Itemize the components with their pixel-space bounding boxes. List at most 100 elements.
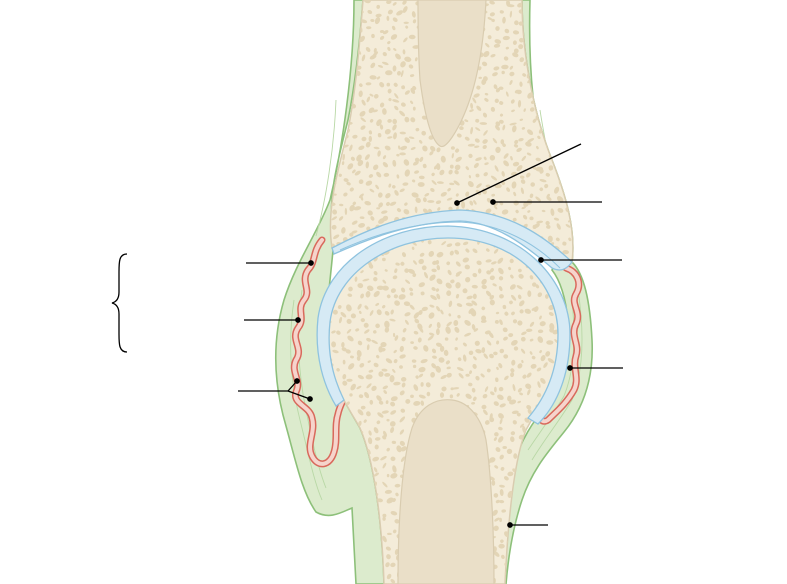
spongy-bone-cell — [338, 173, 342, 177]
spongy-bone-cell — [484, 97, 489, 102]
spongy-bone-cell — [361, 136, 367, 142]
spongy-bone-cell — [440, 309, 444, 315]
spongy-bone-cell — [465, 277, 471, 283]
spongy-bone-cell — [468, 175, 472, 179]
spongy-bone-cell — [367, 210, 373, 216]
spongy-bone-cell — [554, 79, 560, 84]
spongy-bone-cell — [544, 294, 549, 299]
spongy-bone-cell — [531, 355, 536, 360]
spongy-bone-cell — [420, 358, 428, 364]
spongy-bone-cell — [471, 401, 476, 405]
spongy-bone-cell — [424, 192, 430, 197]
spongy-bone-cell — [392, 124, 397, 131]
spongy-bone-cell — [541, 209, 546, 213]
spongy-bone-cell — [499, 113, 504, 117]
spongy-bone-cell — [548, 494, 553, 500]
spongy-bone-cell — [400, 408, 406, 413]
spongy-bone-cell — [419, 139, 423, 144]
spongy-bone-cell — [364, 154, 370, 160]
spongy-bone-cell — [519, 37, 524, 43]
spongy-bone-cell — [340, 311, 347, 318]
spongy-bone-cell — [340, 90, 346, 98]
spongy-bone-cell — [462, 288, 468, 294]
spongy-bone-cell — [529, 275, 534, 280]
spongy-bone-cell — [394, 93, 399, 99]
spongy-bone-cell — [342, 42, 349, 49]
spongy-bone-cell — [490, 391, 495, 396]
spongy-bone-cell — [518, 557, 522, 561]
spongy-bone-cell — [382, 30, 389, 35]
spongy-bone-cell — [357, 409, 364, 416]
spongy-bone-cell — [495, 447, 501, 453]
spongy-bone-cell — [499, 101, 504, 105]
spongy-bone-cell — [450, 279, 455, 284]
spongy-bone-cell — [454, 326, 460, 333]
spongy-bone-cell — [539, 46, 547, 51]
spongy-bone-cell — [401, 287, 406, 293]
spongy-bone-cell — [431, 180, 437, 185]
spongy-bone-cell — [438, 357, 445, 363]
spongy-bone-cell — [528, 546, 533, 550]
spongy-bone-cell — [410, 87, 416, 94]
spongy-bone-cell — [471, 284, 478, 289]
spongy-bone-cell — [522, 214, 528, 220]
spongy-bone-cell — [420, 291, 425, 296]
spongy-bone-cell — [346, 378, 353, 382]
spongy-bone-cell — [517, 534, 523, 539]
spongy-bone-cell — [446, 372, 452, 378]
spongy-bone-cell — [465, 373, 470, 377]
spongy-bone-cell — [435, 288, 440, 292]
spongy-bone-cell — [348, 2, 352, 9]
spongy-bone-cell — [358, 145, 365, 151]
spongy-bone-cell — [498, 426, 503, 431]
spongy-bone-cell — [381, 410, 389, 414]
spongy-bone-cell — [446, 290, 452, 296]
spongy-bone-cell — [421, 115, 427, 120]
spongy-bone-cell — [540, 355, 546, 362]
spongy-bone-cell — [382, 155, 387, 160]
spongy-bone-cell — [498, 413, 504, 419]
spongy-bone-cell — [356, 70, 361, 76]
spongy-bone-cell — [395, 53, 401, 60]
spongy-bone-cell — [575, 13, 581, 20]
spongy-bone-cell — [440, 191, 447, 197]
spongy-bone-cell — [498, 543, 505, 549]
spongy-bone-cell — [519, 392, 524, 396]
spongy-bone-cell — [527, 290, 532, 297]
spongy-bone-cell — [548, 165, 554, 171]
spongy-bone-cell — [493, 437, 497, 441]
spongy-bone-cell — [501, 509, 506, 513]
spongy-bone-cell — [481, 404, 487, 410]
spongy-bone-cell — [431, 172, 435, 177]
spongy-bone-cell — [342, 359, 346, 365]
articular-cartilage — [316, 209, 573, 425]
spongy-bone-cell — [466, 295, 473, 300]
spongy-bone-cell — [346, 7, 351, 12]
spongy-bone-cell — [420, 400, 425, 406]
spongy-bone-cell — [453, 180, 460, 186]
spongy-bone-cell — [370, 62, 376, 69]
spongy-bone-cell — [348, 249, 351, 255]
spongy-bone-cell — [554, 571, 559, 579]
spongy-bone-cell — [414, 157, 420, 162]
spongy-bone-cell — [480, 373, 485, 378]
spongy-bone-cell — [367, 448, 371, 455]
spongy-bone-cell — [568, 237, 572, 242]
spongy-bone-cell — [337, 305, 342, 309]
spongy-bone-cell — [493, 525, 499, 531]
spongy-bone-cell — [532, 282, 537, 287]
spongy-bone-cell — [491, 193, 496, 197]
spongy-bone-cell — [331, 224, 337, 230]
spongy-bone-cell — [349, 144, 353, 152]
spongy-bone-cell — [413, 312, 420, 319]
spongy-bone-cell — [332, 209, 338, 215]
spongy-bone-cell — [360, 117, 366, 123]
spongy-bone-cell — [357, 374, 364, 380]
spongy-bone-cell — [499, 119, 504, 124]
spongy-bone-cell — [425, 382, 431, 388]
spongy-bone-cell — [399, 440, 405, 446]
spongy-bone-cell — [554, 24, 558, 31]
spongy-bone-cell — [455, 193, 459, 197]
leader-line-capsule-right — [567, 365, 623, 371]
spongy-bone-cell — [509, 65, 514, 70]
